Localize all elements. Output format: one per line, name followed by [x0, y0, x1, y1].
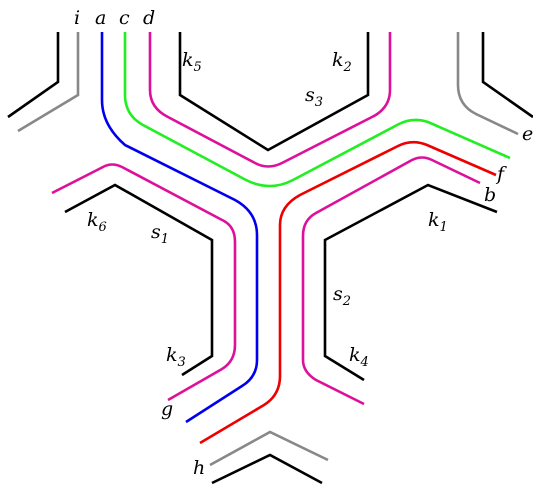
- label-g: g: [161, 398, 173, 420]
- label-f: f: [495, 163, 507, 185]
- label-k3: k3: [166, 344, 186, 370]
- strand-i: [17, 32, 80, 133]
- label-s3: s3: [305, 84, 323, 110]
- label-a: a: [95, 7, 106, 29]
- wall-top-left: [7, 32, 60, 119]
- wall-bottom: [211, 453, 323, 485]
- label-s1: s1: [151, 221, 169, 247]
- label-s2: s2: [333, 283, 351, 309]
- strand-f: [199, 140, 497, 445]
- wall-left-hex: [64, 183, 214, 377]
- label-h: h: [193, 457, 205, 479]
- strand-d: [148, 32, 392, 168]
- strand-h-arc: [209, 430, 329, 467]
- wall-top-right: [481, 32, 533, 119]
- label-k2: k2: [332, 49, 352, 75]
- wall-right-hex: [323, 183, 498, 382]
- label-c: c: [119, 7, 130, 29]
- label-b: b: [484, 184, 496, 206]
- label-i: i: [74, 7, 80, 29]
- label-k1: k1: [428, 209, 448, 235]
- label-e: e: [522, 123, 533, 145]
- strand-g: [51, 163, 237, 402]
- wall-top-hex: [178, 32, 370, 152]
- strand-a: [100, 32, 259, 424]
- strand-b: [301, 156, 481, 406]
- label-k6: k6: [87, 209, 107, 235]
- label-k5: k5: [182, 49, 202, 75]
- strand-c: [123, 32, 511, 188]
- label-k4: k4: [349, 344, 369, 370]
- strand-e: [456, 32, 519, 136]
- label-d: d: [143, 7, 155, 29]
